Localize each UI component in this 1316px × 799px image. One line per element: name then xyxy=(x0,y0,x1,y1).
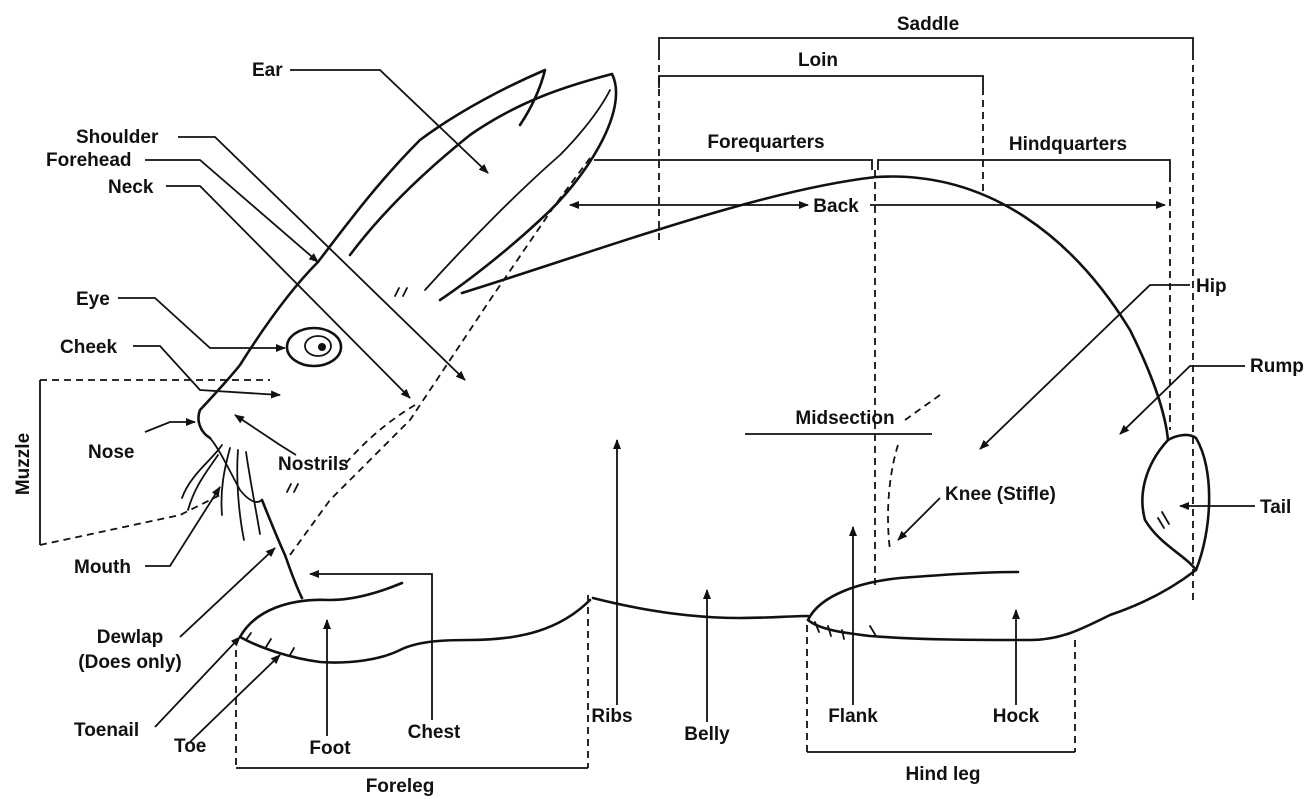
eye-outline xyxy=(287,328,341,366)
label-dewlap-note: (Does only) xyxy=(78,652,181,673)
mouth-arrow xyxy=(145,487,220,566)
muzzle-bottom-dash xyxy=(40,495,220,545)
mouth-line xyxy=(210,438,262,502)
label-belly: Belly xyxy=(684,724,730,745)
chest-outline xyxy=(262,500,302,598)
label-rump: Rump xyxy=(1250,356,1304,377)
label-toe: Toe xyxy=(174,736,206,757)
cheek-arrow xyxy=(133,346,280,395)
ear-front xyxy=(350,74,616,300)
hip-arrow xyxy=(980,285,1190,449)
label-forehead: Forehead xyxy=(46,150,132,171)
label-cheek: Cheek xyxy=(60,337,117,358)
label-saddle: Saddle xyxy=(897,14,959,35)
label-hind-leg: Hind leg xyxy=(906,764,981,785)
label-midsection: Midsection xyxy=(795,408,894,429)
hind-outline xyxy=(808,570,1196,640)
label-hock: Hock xyxy=(993,706,1040,727)
tail-fur xyxy=(1158,512,1169,528)
label-knee: Knee (Stifle) xyxy=(945,484,1056,505)
nose-arrow xyxy=(145,422,195,432)
chest-arrow xyxy=(310,574,432,720)
toenail-arrow xyxy=(155,637,240,727)
rump-arrow xyxy=(1120,366,1245,434)
label-hip: Hip xyxy=(1196,276,1227,297)
label-foot: Foot xyxy=(309,738,351,759)
knee-arrow xyxy=(898,498,940,540)
label-mouth: Mouth xyxy=(74,557,131,578)
knee-dash xyxy=(888,445,898,550)
toe-arrow xyxy=(190,655,280,742)
hindquarters-bracket xyxy=(878,160,1170,175)
whiskers xyxy=(182,445,260,540)
label-eye: Eye xyxy=(76,289,110,310)
label-nostrils: Nostrils xyxy=(278,454,349,475)
label-forequarters: Forequarters xyxy=(707,132,824,153)
label-muzzle: Muzzle xyxy=(13,433,34,495)
label-ribs: Ribs xyxy=(591,706,632,727)
label-shoulder: Shoulder xyxy=(76,127,159,148)
dewlap-arrow xyxy=(180,548,275,637)
head-outline xyxy=(198,262,318,438)
belly-outline xyxy=(593,598,808,618)
forequarter-seam xyxy=(340,405,415,470)
label-dewlap: Dewlap xyxy=(97,627,164,648)
label-flank: Flank xyxy=(828,706,878,727)
loin-bracket xyxy=(659,76,983,88)
label-back: Back xyxy=(813,196,859,217)
ear-arrow xyxy=(290,70,488,173)
eye-arrow xyxy=(118,298,285,348)
label-hindquarters: Hindquarters xyxy=(1009,134,1127,155)
label-nose: Nose xyxy=(88,442,134,463)
label-tail: Tail xyxy=(1260,497,1291,518)
saddle-bracket xyxy=(659,38,1193,53)
label-chest: Chest xyxy=(408,722,461,743)
forequarters-bracket xyxy=(594,160,872,170)
label-neck: Neck xyxy=(108,177,154,198)
label-toenail: Toenail xyxy=(74,720,139,741)
label-loin: Loin xyxy=(798,50,838,71)
eye-pupil xyxy=(318,343,326,351)
pointer-arrows xyxy=(118,70,1255,742)
nostrils-arrow xyxy=(235,415,296,455)
hind-foot xyxy=(808,572,1018,620)
label-ear: Ear xyxy=(252,60,283,81)
eye-inner xyxy=(305,336,331,356)
label-foreleg: Foreleg xyxy=(366,776,435,797)
tail-outline xyxy=(1142,435,1209,570)
midsection-dash xyxy=(905,395,940,420)
